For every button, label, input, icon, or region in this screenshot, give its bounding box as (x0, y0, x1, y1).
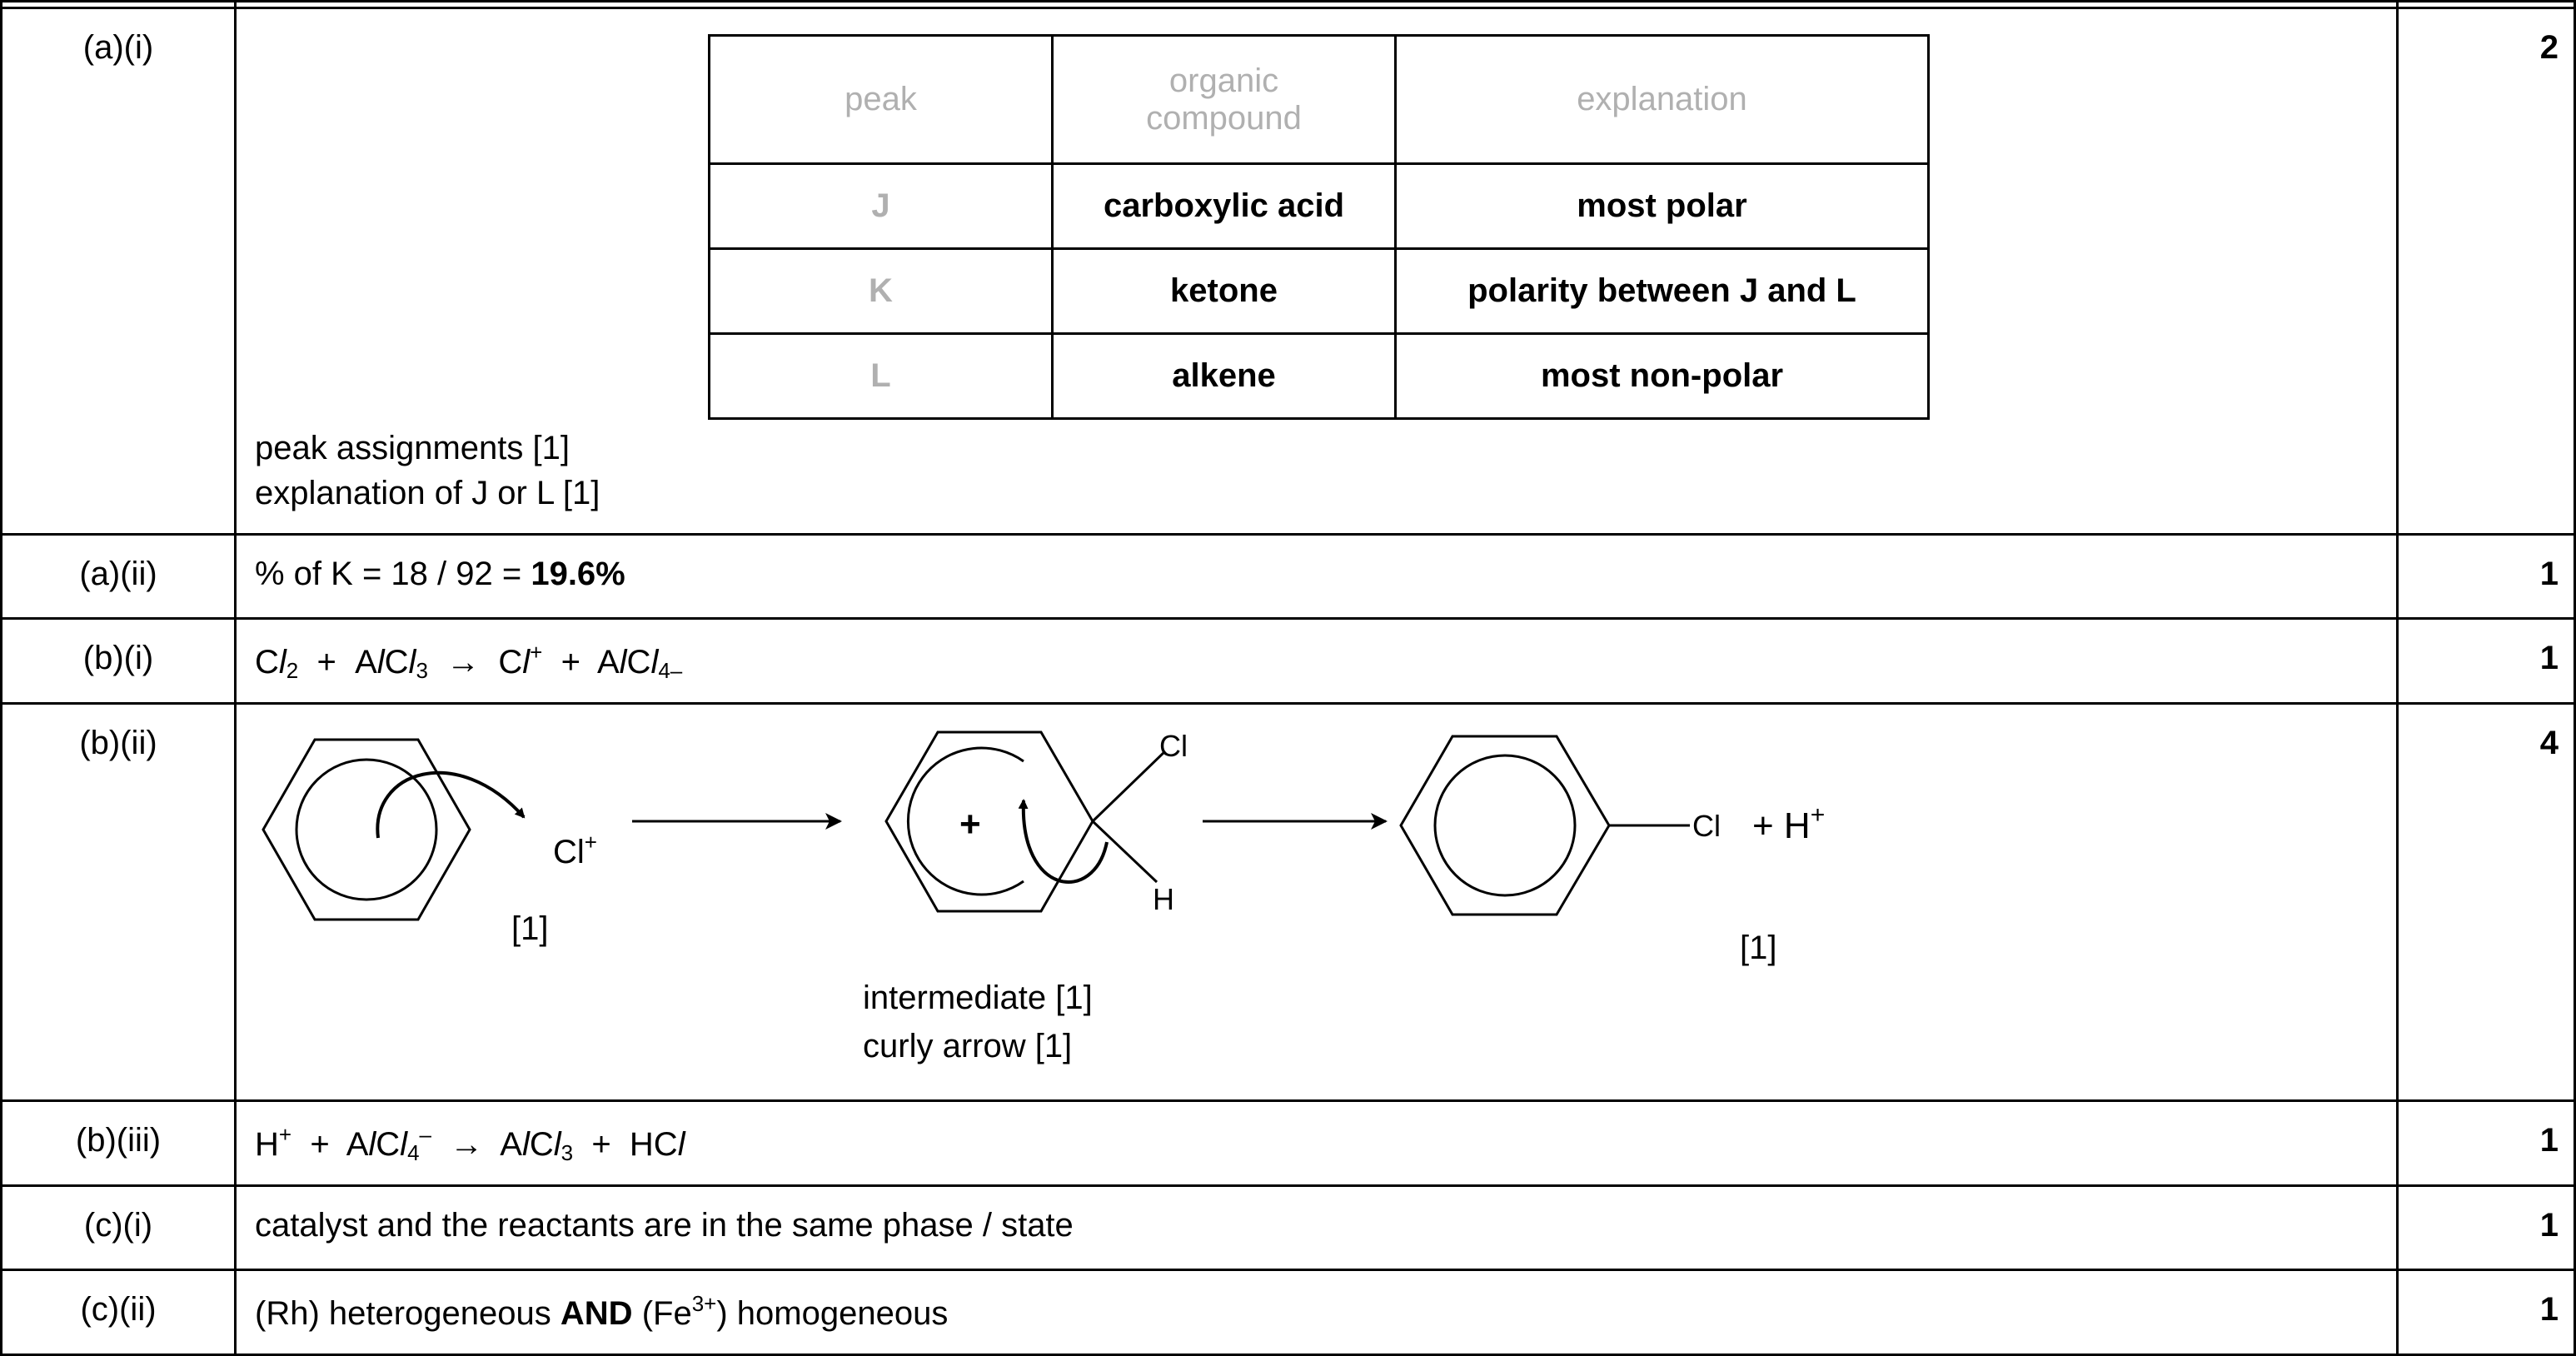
mark-value: 1 (2396, 1099, 2576, 1187)
peak-l: L (708, 332, 1054, 421)
positive-charge: + (959, 804, 981, 845)
intermediate-h: H (1153, 882, 1174, 916)
compound-j: carboxylic acid (1051, 162, 1397, 251)
peak-k: K (708, 247, 1054, 336)
compound-l: alkene (1051, 332, 1397, 421)
row-c-ii: (c)(ii) (Rh) heterogeneous AND (Fe3+) ho… (0, 1269, 2576, 1356)
peak-row-k: K ketone polarity between J and L (708, 247, 1930, 336)
mechanism-cell: Cl+ [1] + Cl H (234, 701, 2399, 1103)
mark-value: 1 (2396, 532, 2576, 621)
row-c-i: (c)(i) catalyst and the reactants are in… (0, 1184, 2576, 1272)
proton-product: + H+ (1752, 801, 1825, 846)
curly-arrow-1 (376, 770, 526, 839)
compound-k: ketone (1051, 247, 1397, 336)
peak-j: J (708, 162, 1054, 251)
peak-row-j: J carboxylic acid most polar (708, 162, 1930, 251)
note-curly-arrow: curly arrow [1] (863, 1028, 1072, 1064)
mechanism-diagram: Cl+ [1] + Cl H (262, 729, 1825, 1064)
header-peak: peak (708, 34, 1054, 166)
explanation-k: polarity between J and L (1394, 247, 1930, 336)
answer-cell: % of K = 18 / 92 = 19.6% (234, 532, 2399, 621)
peak-row-l: L alkene most non-polar (708, 332, 1930, 421)
equation-b-iii: H+ + AlCl4– → AlCl3 + HCl (234, 1099, 2399, 1187)
electrophile-label: Cl+ (553, 830, 597, 870)
explanation-j: most polar (1394, 162, 1930, 251)
mark-value: 1 (2396, 1269, 2576, 1356)
mark-product: [1] (1740, 930, 1776, 966)
benzene-ring-reactant (262, 738, 471, 921)
question-number: (c)(ii) (0, 1269, 237, 1356)
answer-cell: catalyst and the reactants are in the sa… (234, 1184, 2399, 1272)
question-number: (c)(i) (0, 1184, 237, 1272)
table-top-strip (0, 0, 2576, 10)
a-i-marking-notes: peak assignments [1] explanation of J or… (255, 426, 600, 516)
question-number: (b)(i) (0, 617, 237, 705)
mark-value: 1 (2396, 617, 2576, 705)
mark-value: 4 (2396, 701, 2576, 1103)
product-cl: Cl (1692, 809, 1721, 843)
question-number: (b)(ii) (0, 701, 237, 1103)
mark-value: 2 (2396, 7, 2576, 536)
intermediate-ring (884, 730, 1167, 913)
curly-arrow-2 (1018, 798, 1109, 884)
mark-electrophile: [1] (511, 910, 548, 947)
intermediate-cl: Cl (1159, 729, 1188, 763)
mark-value: 1 (2396, 1184, 2576, 1272)
chlorobenzene-ring (1399, 735, 1690, 916)
explanation-l: most non-polar (1394, 332, 1930, 421)
question-number: (b)(iii) (0, 1099, 237, 1187)
row-b-ii: (b)(ii) Cl+ [1] (0, 701, 2576, 1103)
row-a-ii: (a)(ii) % of K = 18 / 92 = 19.6% 1 (0, 532, 2576, 621)
question-number: (a)(i) (0, 7, 237, 536)
note-intermediate: intermediate [1] (863, 980, 1093, 1016)
equation-b-i: Cl2 + AlCl3 → Cl+ + AlCl4– (234, 617, 2399, 705)
question-number: (a)(ii) (0, 532, 237, 621)
note-peak-assignments: peak assignments [1] (255, 430, 570, 467)
note-explanation: explanation of J or L [1] (255, 475, 600, 512)
row-b-iii: (b)(iii) H+ + AlCl4– → AlCl3 + HCl 1 (0, 1099, 2576, 1187)
answer-cell: (Rh) heterogeneous AND (Fe3+) homogeneou… (234, 1269, 2399, 1356)
row-b-i: (b)(i) Cl2 + AlCl3 → Cl+ + AlCl4– 1 (0, 617, 2576, 705)
header-explanation: explanation (1394, 34, 1930, 166)
answer-value: 19.6% (531, 555, 625, 592)
